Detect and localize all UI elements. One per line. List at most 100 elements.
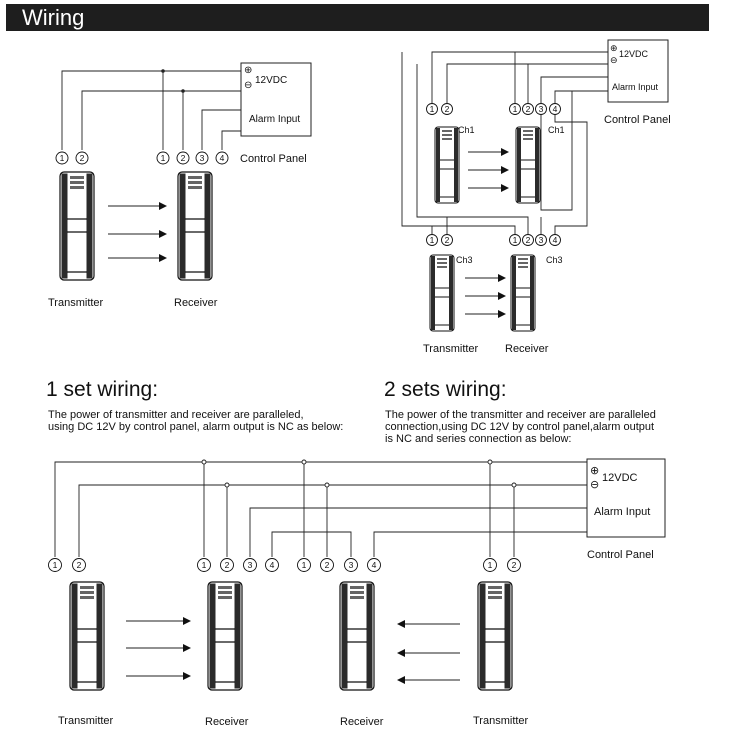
wire [431,51,608,103]
terminal-number: 1 [513,104,518,114]
terminal-number: 4 [553,235,558,245]
one-set-description-line: using DC 12V by control panel, alarm out… [48,421,344,433]
terminal-number: 2 [526,104,531,114]
alarm-input-label: Alarm Input [594,506,650,518]
terminal-number: 4 [220,153,225,163]
one-set-description-line: The power of transmitter and receiver ar… [48,409,304,421]
terminal-number: 1 [488,560,493,570]
terminal-number: 4 [553,104,558,114]
transmitter-device-right [477,581,513,691]
terminal-number: 2 [526,235,531,245]
terminal-number: 3 [539,235,544,245]
beam-arrows [468,148,509,192]
wire [540,91,573,211]
plus-symbol: ⊕ [590,465,599,477]
junction-dot [487,459,493,465]
terminal-number: 3 [200,153,205,163]
control-panel-box [240,62,312,137]
one-set-wires [61,69,241,150]
junction-dot [181,89,185,93]
beam-arrows [465,274,506,318]
receiver-device-left [207,581,243,691]
series-wires [54,459,587,557]
junction-dot [324,482,330,488]
channel-label: Ch1 [548,125,565,135]
wire [61,70,241,150]
one-set-diagram: ⊕ ⊖ 12VDC Alarm Input Control Panel 1 2 … [48,62,312,309]
wire [446,63,608,103]
channel-label: Ch3 [456,255,473,265]
minus-symbol: ⊖ [244,80,252,91]
wire [554,90,608,103]
transmitter-label: Transmitter [473,715,529,727]
transmitter-device-left [69,581,105,691]
wire [54,461,587,557]
two-sets-description-line: connection,using DC 12V by control panel… [385,421,655,433]
junction-dot [201,459,207,465]
wire [540,76,608,103]
receiver-device-ch3 [510,254,536,332]
series-terminals: 1 2 1 2 3 4 1 2 3 4 1 2 [48,558,521,572]
transmitter-device [59,171,95,281]
terminal-number: 4 [270,560,275,570]
wire [416,64,529,234]
terminal-number: 2 [77,560,82,570]
beam-arrows-right [126,617,191,680]
receiver-label: Receiver [205,716,249,728]
series-diagram: ⊕ ⊖ 12VDC Alarm Input Control Panel 1 2 … [48,458,666,728]
receiver-device-right [339,581,375,691]
transmitter-label: Transmitter [58,715,114,727]
one-set-heading: 1 set wiring: [46,378,159,401]
wire [221,130,241,150]
terminal-number: 1 [60,153,65,163]
one-set-description: The power of transmitter and receiver ar… [48,409,343,433]
terminal-number: 2 [181,153,186,163]
transmitter-label: Transmitter [48,297,104,309]
wire [201,109,241,150]
alarm-input-label: Alarm Input [612,82,659,92]
wire [78,484,587,557]
terminal-number: 2 [512,560,517,570]
terminal-number: 1 [161,153,166,163]
wire [81,90,241,150]
two-sets-top-terminals: 1 2 1 2 3 4 [426,103,561,115]
two-sets-heading: 2 sets wiring: [384,378,507,401]
terminal-number: 1 [430,104,435,114]
two-sets-diagram: ⊕ ⊖ 12VDC Alarm Input Control Panel 1 2 … [401,39,671,355]
terminal-number: 1 [202,560,207,570]
two-sets-description-line: The power of the transmitter and receive… [385,409,656,421]
terminal-number: 1 [430,235,435,245]
beam-arrows-left [397,620,460,684]
terminal-number: 1 [302,560,307,570]
receiver-label: Receiver [340,716,384,728]
power-label: 12VDC [619,49,649,59]
plus-symbol: ⊕ [244,65,252,76]
transmitter-device-ch1 [434,126,460,204]
one-set-control-panel: ⊕ ⊖ 12VDC Alarm Input Control Panel [240,62,312,165]
channel-label: Ch1 [458,125,475,135]
section-title: Wiring [22,5,85,30]
control-panel-label: Control Panel [587,549,654,561]
series-control-panel: ⊕ ⊖ 12VDC Alarm Input Control Panel [586,458,666,561]
junction-dot [161,69,165,73]
alarm-input-label: Alarm Input [249,114,300,125]
wire [401,52,516,234]
one-set-terminals: 1 2 1 2 3 4 [55,151,229,165]
terminal-number: 4 [372,560,377,570]
power-label: 12VDC [602,472,638,484]
terminal-number: 1 [53,560,58,570]
wire [249,507,587,557]
wire [554,115,588,234]
control-panel-box [607,39,669,103]
two-sets-description-line: is NC and series connection as below: [385,433,572,445]
terminal-number: 1 [513,235,518,245]
power-label: 12VDC [255,75,287,86]
plus-symbol: ⊕ [610,43,618,53]
minus-symbol: ⊖ [610,55,618,65]
transmitter-label: Transmitter [423,343,479,355]
receiver-label: Receiver [174,297,218,309]
terminal-number: 2 [445,235,450,245]
terminal-number: 2 [445,104,450,114]
control-panel-label: Control Panel [604,114,671,126]
